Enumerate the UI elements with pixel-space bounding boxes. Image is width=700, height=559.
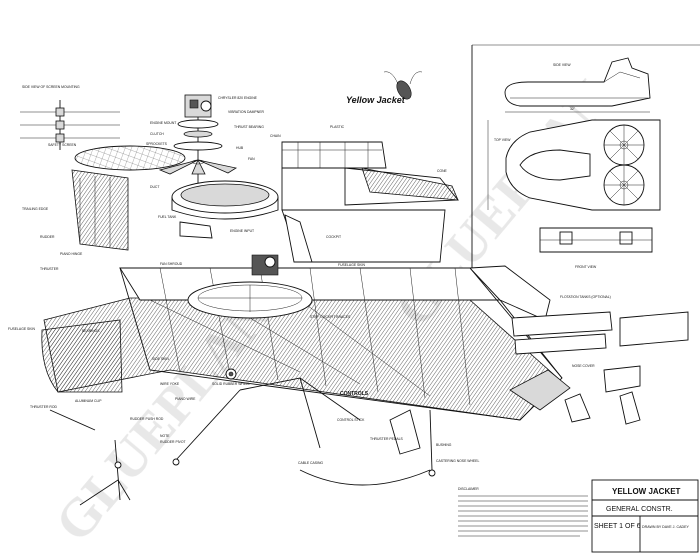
svg-text:WIRE YOKE: WIRE YOKE [160, 382, 180, 386]
svg-text:DUCT: DUCT [150, 185, 159, 189]
canopy-and-cone: PLASTIC CONE [281, 125, 459, 211]
safety-screen: SAFETY SCREEN [48, 143, 186, 171]
svg-text:BUSHING: BUSHING [436, 443, 452, 447]
side-view-label: SIDE VIEW [553, 63, 571, 67]
title-block-name: YELLOW JACKET [612, 487, 681, 496]
svg-text:PIANO WIRE: PIANO WIRE [175, 397, 196, 401]
top-view-label: TOP VIEW [494, 138, 511, 142]
svg-text:NOSE COVER: NOSE COVER [572, 364, 595, 368]
svg-text:CONTROL STICK: CONTROL STICK [337, 418, 365, 422]
yellow-jacket-logo: Yellow Jacket [346, 71, 423, 105]
svg-text:THRUST BEARING: THRUST BEARING [234, 125, 264, 129]
title-block-drawn-by: DRAWN BY DAVE J. CADEY [642, 525, 689, 529]
svg-text:SAFETY SCREEN: SAFETY SCREEN [48, 143, 77, 147]
rudder: TRAILING EDGE RUDDER PIANO HINGE THRUSTE… [22, 169, 129, 271]
svg-text:THRUSTER PEDALS: THRUSTER PEDALS [370, 437, 404, 441]
hull-bottom [41, 319, 123, 393]
svg-text:PIANO HINGE: PIANO HINGE [60, 252, 83, 256]
controls: CONTROLS CONTROL STICK THRUSTER PEDALS B… [130, 377, 479, 486]
svg-text:ALUMINUM CLIP: ALUMINUM CLIP [75, 399, 102, 403]
screen-mounting-detail: SIDE VIEW OF SCREEN MOUNTING [20, 85, 120, 150]
svg-text:THRUSTER: THRUSTER [40, 267, 59, 271]
svg-text:VIBRATION DAMPNER: VIBRATION DAMPNER [228, 110, 264, 114]
svg-text:FUEL TANK: FUEL TANK [158, 215, 177, 219]
fuel-tank: FUEL TANK ENGINE INPUT [158, 215, 254, 239]
thruster-rod-detail: THRUSTER ROD ALUMINUM CLIP [30, 399, 131, 506]
three-view-panel: SIDE VIEW 32" TOP VIEW FRONT VIEW [471, 44, 700, 275]
title-block: YELLOW JACKET GENERAL CONSTR. SHEET 1 OF… [591, 479, 699, 553]
svg-text:CASTERING NOSE WHEEL: CASTERING NOSE WHEEL [436, 459, 479, 463]
flotation-tanks: FLOTATION TANKS (OPTIONAL) NOSE COVER [511, 295, 689, 425]
svg-text:RUDDER: RUDDER [40, 235, 55, 239]
svg-text:FUSELAGE SKIN: FUSELAGE SKIN [338, 263, 365, 267]
svg-text:SIDE SKIN: SIDE SKIN [152, 357, 169, 361]
svg-text:STIFF COCKPIT BRACES: STIFF COCKPIT BRACES [310, 315, 351, 319]
svg-text:PLASTIC: PLASTIC [330, 125, 345, 129]
svg-text:CHAIN: CHAIN [270, 134, 281, 138]
duct: DUCT [150, 180, 279, 220]
disclaimer-block: DISCLAIMER [458, 487, 588, 537]
svg-text:FUSELAGE SKIN: FUSELAGE SKIN [8, 327, 35, 331]
svg-text:FAN: FAN [248, 157, 255, 161]
svg-text:CABLE CASING: CABLE CASING [298, 461, 323, 465]
svg-text:CONE: CONE [437, 169, 448, 173]
title-block-type: GENERAL CONSTR. [606, 506, 673, 513]
svg-text:HUB: HUB [236, 146, 244, 150]
svg-text:DISCLAIMER: DISCLAIMER [458, 487, 479, 491]
front-view-label: FRONT VIEW [575, 265, 597, 269]
svg-text:SOLID RUBBER WHEEL: SOLID RUBBER WHEEL [212, 382, 250, 386]
svg-text:ENGINE MOUNT: ENGINE MOUNT [150, 121, 176, 125]
svg-text:CLUTCH: CLUTCH [150, 132, 164, 136]
svg-text:SPROCKETS: SPROCKETS [146, 142, 168, 146]
svg-text:32": 32" [570, 107, 576, 111]
svg-text:NOTE: NOTE [160, 434, 170, 438]
side-screen-label: SIDE VIEW OF SCREEN MOUNTING [22, 85, 80, 89]
title-block-sheet: SHEET 1 OF 6 [594, 523, 641, 530]
svg-text:ENGINE INPUT: ENGINE INPUT [230, 229, 254, 233]
rear-wheel: SOLID RUBBER WHEEL [212, 368, 250, 386]
svg-text:FLOTATION TANKS (OPTIONAL): FLOTATION TANKS (OPTIONAL) [560, 295, 611, 299]
svg-text:COCKPIT: COCKPIT [326, 235, 341, 239]
title-art: Yellow Jacket [346, 95, 406, 105]
svg-text:RUDDER PUSH ROD: RUDDER PUSH ROD [130, 417, 164, 421]
svg-text:RUDDER PIVOT: RUDDER PIVOT [160, 440, 186, 444]
fuselage-frame: FUSELAGE SKIN BEARINGS SIDE SKIN STIFF C… [8, 214, 571, 421]
svg-text:FAN SHROUD: FAN SHROUD [160, 262, 183, 266]
svg-text:TRAILING EDGE: TRAILING EDGE [22, 207, 49, 211]
svg-text:CONTROLS: CONTROLS [340, 391, 369, 397]
engine-stack: CHRYSLER 820 ENGINE VIBRATION DAMPNER EN… [146, 94, 281, 185]
svg-text:CHRYSLER 820 ENGINE: CHRYSLER 820 ENGINE [218, 96, 258, 100]
svg-text:THRUSTER ROD: THRUSTER ROD [30, 405, 57, 409]
